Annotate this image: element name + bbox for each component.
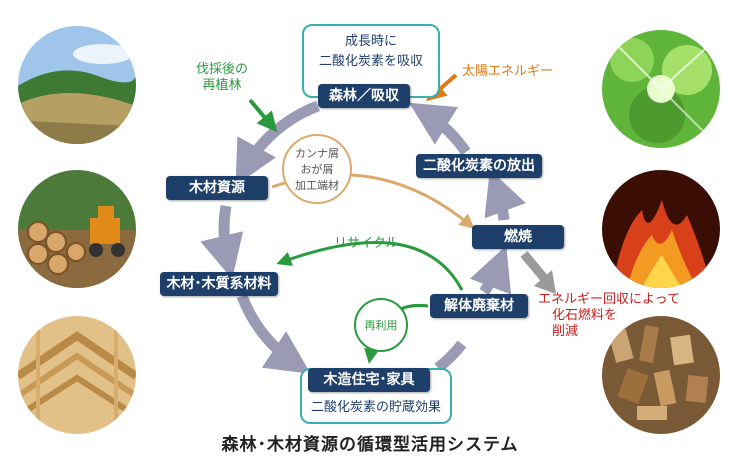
energy-recovery-line3: 削減: [552, 324, 579, 339]
energy-recovery-line2: 化石燃料を: [552, 308, 618, 323]
photo-fire: [602, 170, 720, 288]
byproduct-sawdust: おが屑: [300, 163, 334, 176]
node-co2-release: 二酸化炭素の放出: [416, 154, 542, 178]
arrow-recycle: [276, 240, 464, 291]
co2-absorption-line2: 二酸化炭素を吸収: [318, 54, 423, 69]
arrow-demolition-to-combustion: [469, 245, 512, 296]
solar-energy-label: 太陽エネルギー: [462, 64, 554, 79]
node-combustion: 燃焼: [472, 225, 564, 249]
replant-label: 伐採後の 再植林: [196, 62, 248, 94]
co2-storage-text: 二酸化炭素の貯蔵効果: [310, 400, 441, 415]
photo-green-canopy: [602, 30, 720, 148]
reuse-label: 再利用: [364, 319, 398, 332]
arrow-energy-recovery: [520, 251, 556, 294]
photo-wooden-roof: [18, 316, 136, 434]
arrow-material-to-housing: [236, 293, 311, 374]
byproducts-circle: カンナ屑 おが屑 加工端材: [282, 134, 352, 204]
arrow-combustion-to-co2: [484, 169, 526, 221]
replant-line1: 伐採後の: [196, 62, 249, 77]
diagram-title: 森林･木材資源の循環型活用システム: [221, 435, 519, 455]
node-demolition-waste: 解体廃棄材: [430, 294, 528, 318]
arrow-replant: [248, 98, 278, 133]
node-timber-resource: 木材資源: [166, 176, 268, 200]
node-wood-materials: 木材･木質系材料: [160, 272, 278, 296]
node-wooden-housing-furniture: 木造住宅･家具: [308, 368, 430, 392]
reuse-circle: 再利用: [354, 298, 408, 352]
photo-wood-chips: [602, 316, 720, 434]
byproduct-planer-shavings: カンナ屑: [295, 147, 339, 160]
node-forest-absorption: 森林／吸収: [318, 84, 410, 108]
energy-recovery-line1: エネルギー回収によって: [538, 292, 680, 307]
recycle-label: リサイクル: [334, 236, 399, 251]
arrow-co2-to-forest: [409, 102, 471, 156]
replant-line2: 再植林: [202, 78, 242, 93]
energy-recovery-label: エネルギー回収によって 化石燃料を 削減: [538, 292, 680, 340]
arrow-timber-to-material: [200, 205, 244, 280]
co2-absorption-line1: 成長時に: [344, 34, 397, 49]
photo-forest-clearcut: [18, 26, 136, 144]
arrow-housing-to-demolition: [434, 340, 467, 373]
byproduct-offcuts: 加工端材: [295, 179, 339, 192]
